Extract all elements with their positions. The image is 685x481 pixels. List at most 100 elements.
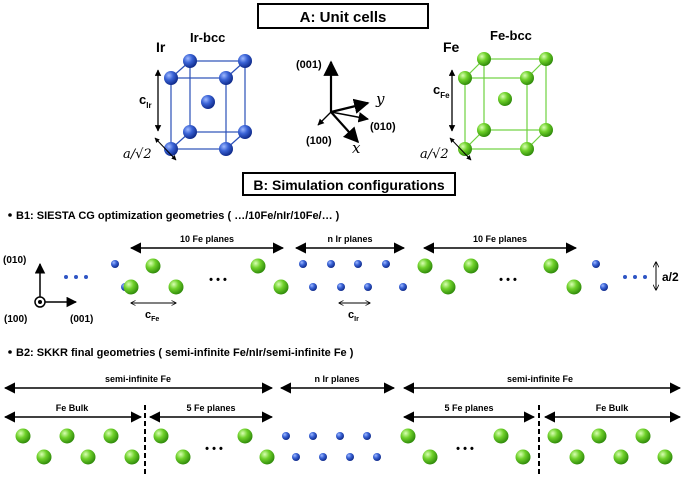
- fe-atom: [520, 71, 534, 85]
- b2-configuration: B2: SKKR final geometries ( semi-infinit…: [3, 347, 682, 475]
- axis-label-x: x: [352, 139, 361, 157]
- fe-cell-front-face: [464, 77, 528, 150]
- fe-atom: [145, 258, 161, 274]
- ir-cell-title: Ir-bcc: [190, 30, 225, 45]
- fe-atom: [422, 449, 438, 465]
- fe-atom: [259, 449, 275, 465]
- ir-center-atom: [201, 95, 215, 109]
- section-b-title: B: Simulation configurations: [253, 177, 445, 193]
- fe-a-arrow: [449, 137, 472, 161]
- fe-cell-atoms: [458, 52, 553, 156]
- b1-axis-origin-dot: [38, 300, 42, 304]
- ir-atom: [600, 283, 608, 291]
- b1-ir-label: n Ir planes: [327, 234, 372, 244]
- ir-unit-cell: Ir Ir-bcc cIr a/√2: [123, 30, 252, 162]
- b1-lead-dot: [64, 275, 68, 279]
- b2-bulk-right-label: Fe Bulk: [596, 403, 630, 413]
- fe-atom: [273, 279, 289, 295]
- axis-label-y: y: [375, 90, 385, 108]
- ir-atom: [219, 71, 233, 85]
- ir-atom: [319, 453, 327, 461]
- ir-a-label: a/√2: [123, 147, 152, 162]
- section-a: A: Unit cells Ir: [123, 3, 553, 162]
- ir-atom: [592, 260, 600, 268]
- fe-atom: [124, 449, 140, 465]
- fe-atom: [520, 142, 534, 156]
- fe-atom: [153, 428, 169, 444]
- b2-ir-label: n Ir planes: [314, 374, 359, 384]
- b1-half-a-label: a/2: [662, 270, 679, 284]
- fe-atom: [175, 449, 191, 465]
- index-010-axis: [330, 111, 370, 123]
- fe-atom: [635, 428, 651, 444]
- ir-atom: [399, 283, 407, 291]
- ir-atom: [364, 283, 372, 291]
- fe-a-label: a/√2: [420, 147, 449, 162]
- b1-c-ir-label: cIr: [348, 309, 359, 323]
- fe-atom: [613, 449, 629, 465]
- ir-atom: [354, 260, 362, 268]
- fe-atom: [477, 52, 491, 66]
- ir-atom: [292, 453, 300, 461]
- section-b-title-box: [242, 172, 456, 196]
- axis-label-001: (001): [296, 59, 322, 71]
- fe-atom: [123, 279, 139, 295]
- ir-atom: [164, 71, 178, 85]
- ir-element-label: Ir: [156, 39, 166, 55]
- fe-atom: [417, 258, 433, 274]
- b2-heading: B2: SKKR final geometries ( semi-infinit…: [16, 347, 354, 359]
- ir-atom: [327, 260, 335, 268]
- fe-atom: [569, 449, 585, 465]
- b2-planes-left-label: 5 Fe planes: [186, 403, 235, 413]
- axis-label-100: (100): [306, 135, 332, 147]
- ir-atom: [363, 432, 371, 440]
- fe-atom: [543, 258, 559, 274]
- b1-heading: B1: SIESTA CG optimization geometries ( …: [16, 210, 340, 222]
- b1-bullet: [8, 213, 12, 217]
- ir-atom: [219, 142, 233, 156]
- b1-trail-dot: [633, 275, 637, 279]
- b2-right-ellipsis: • • •: [456, 443, 474, 455]
- fe-element-label: Fe: [443, 39, 460, 55]
- ir-a-arrow: [154, 137, 177, 161]
- ir-atom: [309, 432, 317, 440]
- fe-atom: [36, 449, 52, 465]
- b1-axis-up-label: (010): [3, 255, 26, 266]
- y-axis: [330, 98, 370, 114]
- ir-atom: [238, 125, 252, 139]
- b2-planes-right-label: 5 Fe planes: [444, 403, 493, 413]
- ir-atom: [299, 260, 307, 268]
- ir-atom: [238, 54, 252, 68]
- b1-c-fe-label: cFe: [145, 309, 159, 323]
- ir-cell-atoms: [164, 54, 252, 156]
- fe-cell-title: Fe-bcc: [490, 28, 532, 43]
- ir-atom: [309, 283, 317, 291]
- b2-bulk-left-label: Fe Bulk: [56, 403, 90, 413]
- fe-atom: [493, 428, 509, 444]
- axis-label-010: (010): [370, 121, 396, 133]
- b2-atom-chain: • • • • • •: [15, 428, 673, 465]
- fe-atom: [15, 428, 31, 444]
- fe-cell-back-face: [483, 58, 547, 131]
- crystal-axes: (001) y (010) x (100): [296, 59, 396, 157]
- b1-lead-dot: [84, 275, 88, 279]
- b1-atom-chain: • • • • • •: [64, 258, 647, 295]
- fe-atom: [591, 428, 607, 444]
- fe-atom: [477, 123, 491, 137]
- fe-atom: [463, 258, 479, 274]
- fe-atom: [440, 279, 456, 295]
- ir-atom: [337, 283, 345, 291]
- ir-cell-front-face: [170, 77, 227, 150]
- fe-atom: [539, 52, 553, 66]
- ir-c-label: cIr: [139, 92, 152, 110]
- fe-atom: [168, 279, 184, 295]
- b1-trail-dot: [623, 275, 627, 279]
- fe-atom: [237, 428, 253, 444]
- b2-semi-right-label: semi-infinite Fe: [507, 374, 573, 384]
- ir-atom: [282, 432, 290, 440]
- fe-unit-cell: Fe Fe-bcc cFe a/√2: [420, 28, 553, 162]
- ir-atom: [336, 432, 344, 440]
- b1-right-fe-label: 10 Fe planes: [473, 234, 527, 244]
- fe-atom: [103, 428, 119, 444]
